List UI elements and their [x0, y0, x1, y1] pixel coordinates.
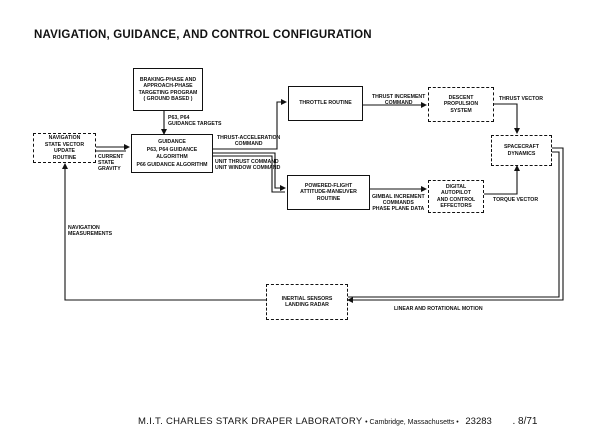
footer: M.I.T. CHARLES STARK DRAPER LABORATORY •… — [138, 416, 537, 427]
label-thrust-increment: THRUST INCREMENT COMMAND — [372, 94, 426, 107]
arrow-sensors-to-navigation — [62, 163, 266, 301]
label-thrust-acceleration: THRUST-ACCELERATION COMMAND — [217, 135, 281, 148]
spacecraft-dynamics-box: SPACECRAFT DYNAMICS — [491, 135, 552, 166]
descent-propulsion-box: DESCENT PROPULSION SYSTEM — [428, 87, 494, 122]
digital-autopilot-box: DIGITAL AUTOPILOT AND CONTROL EFFECTORS — [428, 180, 484, 213]
targeting-program-box: BRAKING-PHASE AND APPROACH-PHASE TARGETI… — [133, 68, 203, 111]
label-linear-rotational: LINEAR AND ROTATIONAL MOTION — [394, 306, 483, 312]
footer-number: 23283 — [465, 416, 492, 427]
navigation-routine-box: NAVIGATION STATE VECTOR UPDATE ROUTINE — [33, 133, 96, 163]
label-navigation-measurements: NAVIGATION MEASUREMENTS — [68, 225, 113, 238]
label-guidance-targets: P63, P64 GUIDANCE TARGETS — [168, 115, 222, 128]
arrow-dynamics-to-sensors — [347, 147, 564, 303]
page-title: NAVIGATION, GUIDANCE, AND CONTROL CONFIG… — [34, 29, 372, 41]
arrow-guidance-to-throttle — [213, 99, 287, 150]
label-thrust-vector: THRUST VECTOR — [499, 96, 543, 102]
arrow-guidance-to-powered — [213, 152, 286, 191]
footer-date: . 8/71 — [512, 416, 538, 427]
arrow-descent-to-dynamics — [494, 103, 520, 134]
guidance-box: GUIDANCE P63, P64 GUIDANCE ALGORITHM P66… — [131, 134, 213, 173]
inertial-sensors-box: INERTIAL SENSORS LANDING RADAR — [266, 284, 348, 320]
label-gimbal-increment: GIMBAL INCREMENT COMMANDS PHASE PLANE DA… — [372, 194, 425, 213]
footer-location: • Cambridge, Massachusetts • — [365, 419, 459, 426]
arrow-autopilot-to-dynamics — [484, 165, 520, 195]
label-unit-thrust: UNIT THRUST COMMAND UNIT WINDOW COMMAND — [215, 159, 281, 172]
label-torque-vector: TORQUE VECTOR — [493, 197, 539, 203]
throttle-routine-box: THROTTLE ROUTINE — [288, 86, 363, 121]
label-current-state: CURRENT STATE GRAVITY — [98, 154, 124, 173]
footer-institution: M.I.T. CHARLES STARK DRAPER LABORATORY — [138, 416, 363, 427]
powered-flight-box: POWERED-FLIGHT ATTITUDE-MANEUVER ROUTINE — [287, 175, 370, 210]
